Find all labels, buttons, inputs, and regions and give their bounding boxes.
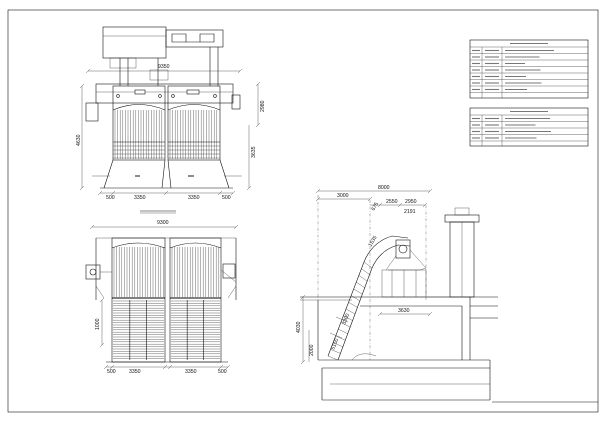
dim-overall-width: 9350 bbox=[158, 64, 170, 70]
dim-side-top-left: 3000 bbox=[337, 193, 349, 199]
hoist-housing bbox=[102, 26, 167, 59]
top-frame bbox=[95, 83, 234, 104]
dim-height-left: 4630 bbox=[76, 134, 82, 146]
dim-bottom-3: 3350 bbox=[188, 195, 200, 201]
rake-tie bbox=[358, 275, 368, 282]
dim-side-offset-c: 2950 bbox=[405, 199, 417, 205]
lower-screen-bars bbox=[113, 247, 219, 297]
spec-table-2-rows bbox=[470, 110, 588, 142]
dim-overall-width-lower: 9300 bbox=[157, 220, 169, 226]
inclined-screen-rakes bbox=[327, 261, 373, 361]
dim-bottom-2: 3350 bbox=[134, 195, 146, 201]
hoist-trolley bbox=[171, 33, 215, 43]
dim-side-incline-a: 5150 bbox=[330, 338, 340, 351]
head-drive-unit bbox=[395, 239, 411, 259]
screen-panel-left bbox=[112, 85, 166, 161]
rake-tie bbox=[363, 261, 373, 269]
lower-drive-right bbox=[222, 263, 236, 279]
rake-tie bbox=[335, 335, 346, 341]
rake-tie bbox=[327, 355, 339, 361]
dim-side-top-overall: 8000 bbox=[378, 185, 390, 191]
spec-table-2 bbox=[469, 107, 589, 147]
rake-tie bbox=[356, 281, 365, 288]
lower-panel-left bbox=[111, 237, 166, 363]
rake-tie bbox=[348, 302, 358, 308]
spec-table-1-rows bbox=[470, 42, 588, 93]
dim-side-offset-a: 675 bbox=[371, 201, 381, 212]
dim-side-offset-d: 2191 bbox=[404, 209, 416, 215]
spec-table-1 bbox=[469, 39, 589, 99]
dim-side-height-b: 2000 bbox=[309, 344, 315, 356]
rake-tie bbox=[333, 342, 343, 348]
dim-lower-bottom-2: 3350 bbox=[129, 369, 141, 375]
drive-unit-left bbox=[85, 102, 99, 122]
dim-side-incline-b: 3300 bbox=[341, 313, 351, 326]
inclined-screen-rail-outer bbox=[327, 235, 409, 357]
rake-tie bbox=[351, 295, 360, 302]
rake-tie bbox=[345, 308, 356, 315]
front-screen-bars bbox=[113, 110, 220, 159]
rake-tie bbox=[343, 315, 353, 321]
side-section-view: 8000 3000 675 2550 2950 2191 1535 bbox=[296, 185, 498, 401]
dim-side-floor: 3630 bbox=[398, 308, 410, 314]
dim-side-offset-b: 2550 bbox=[386, 199, 398, 205]
rake-tie bbox=[340, 322, 351, 328]
hoist-beam bbox=[165, 29, 224, 48]
rake-tie bbox=[338, 328, 348, 334]
lower-drive-left bbox=[85, 264, 101, 280]
dim-left-lower: 1000 bbox=[95, 318, 101, 330]
channel-wall bbox=[317, 300, 491, 401]
dim-lower-bottom-3: 3350 bbox=[185, 369, 197, 375]
rake-tie bbox=[330, 349, 341, 354]
drive-unit-right bbox=[231, 94, 241, 110]
sheet-border bbox=[7, 9, 599, 413]
rake-tie bbox=[353, 288, 363, 295]
front-elevation-view: 9350 4630 2980 3635 bbox=[76, 26, 266, 201]
tower-cap bbox=[444, 214, 480, 223]
dim-lower-bottom-4: 500 bbox=[218, 369, 227, 375]
dim-bottom-1: 500 bbox=[106, 195, 115, 201]
dim-bottom-4: 500 bbox=[222, 195, 231, 201]
dim-lower-bottom-1: 500 bbox=[107, 369, 116, 375]
dim-side-offset-e: 1535 bbox=[368, 235, 379, 248]
lower-elevation-view: 9300 1000 500 335 bbox=[85, 210, 239, 375]
screen-panel-right bbox=[167, 85, 221, 161]
dim-height-right-upper: 2980 bbox=[260, 100, 266, 112]
dim-side-height-a: 4030 bbox=[296, 321, 302, 333]
rake-tie bbox=[361, 268, 370, 275]
dim-height-right-lower: 3635 bbox=[251, 146, 257, 158]
support-legs bbox=[100, 159, 233, 189]
lower-screen-mesh bbox=[113, 300, 220, 360]
